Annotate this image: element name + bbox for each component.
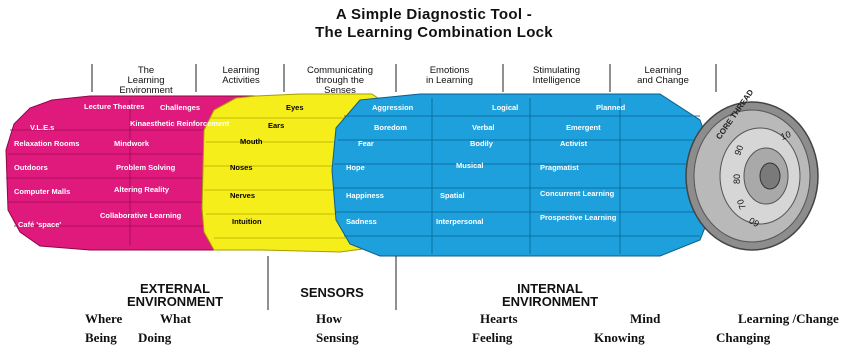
- cell-prospective-learning: Prospective Learning: [540, 213, 617, 222]
- cell-happiness: Happiness: [346, 191, 384, 200]
- label-external-environment: EXTERNAL ENVIRONMENT: [126, 281, 224, 309]
- dial-number-10: 10: [779, 129, 792, 142]
- cell-spatial: Spatial: [440, 191, 465, 200]
- internal-wheel: [331, 93, 715, 257]
- cell-relaxation-rooms: Relaxation Rooms: [14, 139, 79, 148]
- cell-verbal: Verbal: [472, 123, 495, 132]
- cell-interpersonal: Interpersonal: [436, 217, 484, 226]
- cell-intuition: Intuition: [232, 217, 262, 226]
- cell-nerves: Nerves: [230, 191, 255, 200]
- label-internal-environment: INTERNAL ENVIRONMENT: [501, 281, 599, 309]
- footer-where: Where: [85, 311, 123, 326]
- cell-pragmatist: Pragmatist: [540, 163, 579, 172]
- heading-learning-activities: Learning Activities: [222, 65, 260, 86]
- cell-computer-malls: Computer Malls: [14, 187, 70, 196]
- label-sensors: SENSORS: [300, 285, 364, 300]
- dial-number-70: 70: [735, 198, 748, 211]
- footer-being: Being: [85, 330, 117, 345]
- dial-ring-label: CORE THREAD: [714, 88, 755, 141]
- heading-learning-change: Learning and Change: [637, 65, 689, 86]
- footer-how: How: [316, 311, 342, 326]
- cell-boredom: Boredom: [374, 123, 407, 132]
- cell-mindwork: Mindwork: [114, 139, 150, 148]
- cell-noses: Noses: [230, 163, 253, 172]
- cell-sadness: Sadness: [346, 217, 377, 226]
- footer-learning-change: Learning /Change: [738, 311, 839, 326]
- cell-logical: Logical: [492, 103, 518, 112]
- footer-feeling: Feeling: [472, 330, 513, 345]
- cell-planned: Planned: [596, 103, 626, 112]
- cell-emergent: Emergent: [566, 123, 601, 132]
- heading-communicating-senses: Communicating through the Senses: [307, 65, 373, 96]
- cell-vles: V.L.E.s: [30, 123, 54, 132]
- cell-activist: Activist: [560, 139, 588, 148]
- cell-problem-solving: Problem Solving: [116, 163, 176, 172]
- cell-mouth: Mouth: [240, 137, 263, 146]
- cell-altering-reality: Altering Reality: [114, 185, 170, 194]
- title-line-1: A Simple Diagnostic Tool -: [335, 6, 533, 23]
- heading-stimulating-intelligence: Stimulating Intelligence: [532, 65, 581, 86]
- footer-hearts: Hearts: [480, 311, 518, 326]
- footer-changing: Changing: [716, 330, 771, 345]
- cell-outdoors: Outdoors: [14, 163, 48, 172]
- cell-ears: Ears: [268, 121, 284, 130]
- footer-knowing: Knowing: [594, 330, 645, 345]
- dial-number-90: 90: [732, 144, 745, 157]
- heading-emotions: Emotions in Learning: [425, 65, 473, 86]
- dial-number-60: 60: [747, 215, 761, 229]
- footer-doing: Doing: [138, 330, 172, 345]
- cell-fear: Fear: [358, 139, 374, 148]
- footer-mind: Mind: [630, 311, 661, 326]
- cell-kinaesthetic: Kinaesthetic Reinforcement: [130, 119, 230, 128]
- cell-eyes: Eyes: [286, 103, 304, 112]
- cell-collaborative-learning: Collaborative Learning: [100, 211, 182, 220]
- title-line-2: The Learning Combination Lock: [315, 24, 553, 41]
- footer-sensing: Sensing: [316, 330, 359, 345]
- cell-concurrent-learning: Concurrent Learning: [540, 189, 615, 198]
- cell-lecture-theatres: Lecture Theatres: [84, 102, 144, 111]
- cell-hope: Hope: [346, 163, 365, 172]
- cell-musical: Musical: [456, 161, 484, 170]
- environment-wheel: [5, 95, 263, 251]
- cell-cafe-space: Café 'space': [18, 220, 61, 229]
- core-thread-dial: [685, 101, 819, 251]
- internal-wheel-teeth: [334, 98, 710, 254]
- cell-bodily: Bodily: [470, 139, 494, 148]
- cell-aggression: Aggression: [372, 103, 414, 112]
- heading-learning-environment: The Learning Environment: [119, 65, 173, 96]
- footer-what: What: [160, 311, 192, 326]
- cell-challenges: Challenges: [160, 103, 200, 112]
- dial-number-80: 80: [732, 174, 742, 184]
